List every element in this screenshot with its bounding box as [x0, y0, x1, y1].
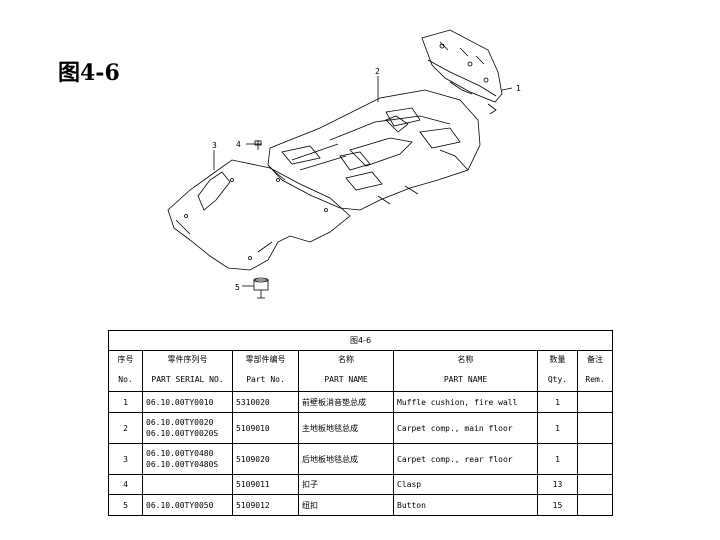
row-qty: 13: [537, 474, 578, 495]
row-qty: 1: [537, 391, 578, 413]
header-serial-cn: 零件序列号: [142, 350, 233, 368]
parts-exploded-diagram: 1 2 3 4 5: [150, 20, 550, 320]
header-name-en-cn: 名称: [393, 350, 538, 368]
table-row: 1 06.10.00TY0010 5310020 前壁板消音垫总成 Muffle…: [108, 391, 614, 413]
row-qty: 1: [537, 443, 578, 475]
fire-wall-muffle-cushion: [421, 29, 503, 115]
row-part-no: 5109020: [232, 443, 299, 475]
row-name-en: Muffle cushion, fire wall: [393, 391, 538, 413]
row-qty: 15: [537, 494, 578, 516]
table-row: 2 06.10.00TY0020 06.10.00TY0020S 5109010…: [108, 412, 614, 444]
figure-title: 图4-6: [58, 60, 120, 86]
row-rem: [576, 391, 614, 413]
header-name-cn: 名称: [298, 350, 394, 368]
row-qty: 1: [537, 412, 578, 444]
header-partno-cn: 零部件编号: [232, 350, 299, 368]
row-serial: 06.10.00TY0010: [142, 391, 233, 413]
row-name-en: Button: [393, 494, 538, 516]
row-rem: [576, 412, 614, 444]
row-no: 5: [108, 494, 143, 516]
header-name: PART NAME: [298, 368, 394, 392]
row-name-en: Carpet comp., main floor: [393, 412, 538, 444]
table-row: 5 06.10.00TY0050 5109012 纽扣 Button 15: [108, 494, 614, 516]
row-name-cn: 扣子: [298, 474, 394, 495]
header-rem: Rem.: [576, 368, 614, 392]
callout-3: 3: [212, 141, 217, 150]
header-no-cn: 序号: [108, 350, 143, 368]
header-rem-cn: 备注: [576, 350, 614, 368]
row-rem: [576, 474, 614, 495]
header-serial: PART SERIAL NO.: [142, 368, 233, 392]
rear-floor-carpet: [167, 159, 351, 271]
callout-4: 4: [236, 140, 241, 149]
header-qty-cn: 数量: [537, 350, 578, 368]
row-serial: [142, 474, 233, 495]
callout-2: 2: [375, 67, 380, 76]
button: [253, 277, 269, 299]
clasp: [254, 140, 262, 150]
row-no: 1: [108, 391, 143, 413]
row-part-no: 5109012: [232, 494, 299, 516]
row-part-no: 5310020: [232, 391, 299, 413]
row-serial: 06.10.00TY0480 06.10.00TY0480S: [142, 443, 233, 475]
row-no: 2: [108, 412, 143, 444]
callout-1: 1: [516, 84, 521, 93]
table-caption: 图4-6: [107, 330, 614, 351]
table-row: 4 5109011 扣子 Clasp 13: [108, 474, 614, 495]
row-name-cn: 纽扣: [298, 494, 394, 516]
row-no: 4: [108, 474, 143, 495]
header-name-en: PART NAME: [393, 368, 538, 392]
row-part-no: 5109010: [232, 412, 299, 444]
row-no: 3: [108, 443, 143, 475]
row-name-cn: 前壁板消音垫总成: [298, 391, 394, 413]
main-floor-carpet: [267, 89, 481, 211]
row-part-no: 5109011: [232, 474, 299, 495]
table-row: 3 06.10.00TY0480 06.10.00TY0480S 5109020…: [108, 443, 614, 475]
row-name-en: Carpet comp., rear floor: [393, 443, 538, 475]
callout-5: 5: [235, 283, 240, 292]
row-serial: 06.10.00TY0020 06.10.00TY0020S: [142, 412, 233, 444]
row-serial: 06.10.00TY0050: [142, 494, 233, 516]
header-qty: Qty.: [537, 368, 578, 392]
row-rem: [576, 494, 614, 516]
row-name-cn: 后地板地毯总成: [298, 443, 394, 475]
parts-table: 图4-6 序号 零件序列号 零部件编号 名称 名称 数量 备注 No. PART…: [107, 330, 614, 516]
row-rem: [576, 443, 614, 475]
header-no: No.: [108, 368, 143, 392]
row-name-cn: 主地板地毯总成: [298, 412, 394, 444]
header-partno: Part No.: [232, 368, 299, 392]
row-name-en: Clasp: [393, 474, 538, 495]
